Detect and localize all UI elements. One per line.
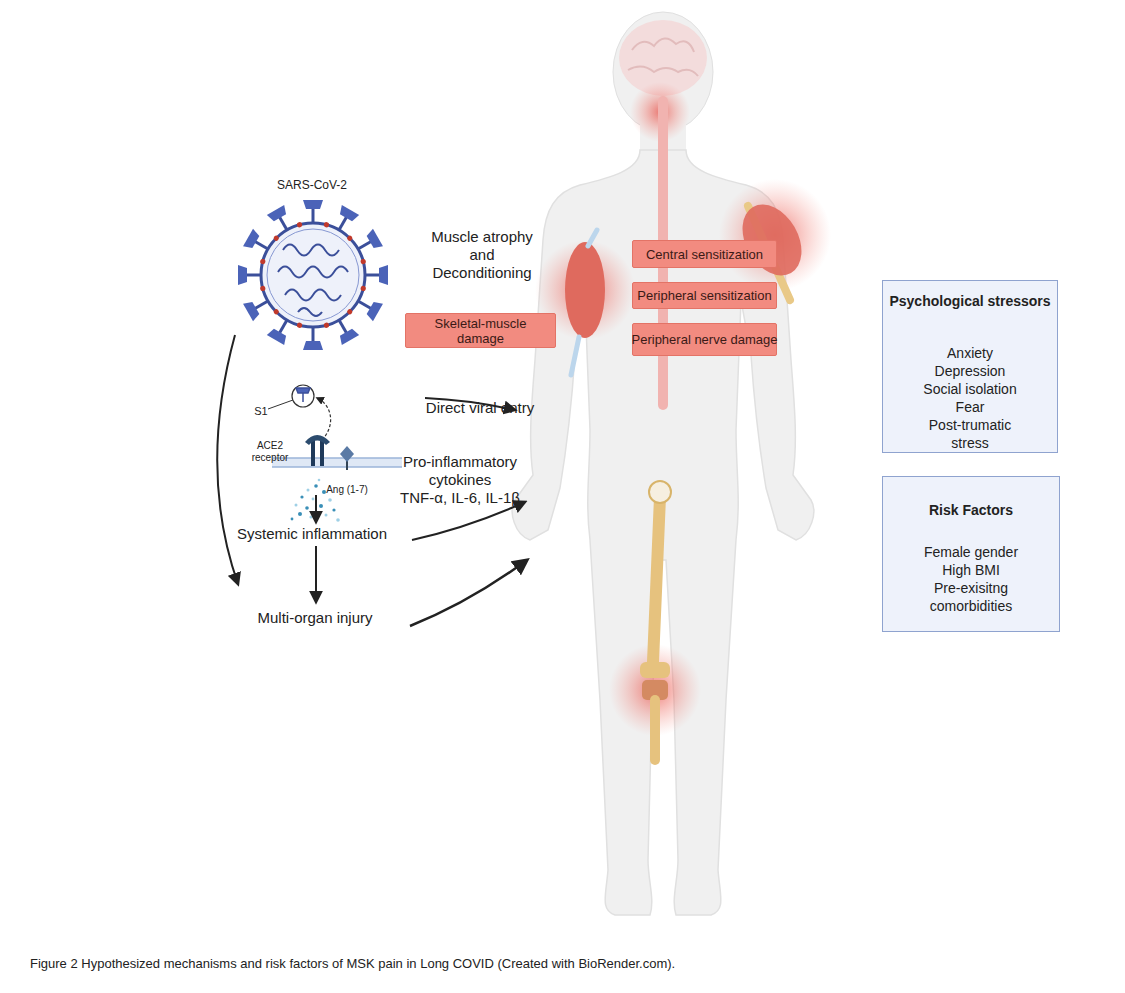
ace2-receptor: [305, 435, 330, 445]
cytokine-dot: [295, 504, 298, 507]
s1-spike: [296, 388, 310, 402]
arm-muscle: [565, 242, 605, 338]
ace2-receptor: [311, 440, 315, 466]
body-figure: [512, 12, 813, 915]
membrane-protein: [260, 285, 266, 291]
brain-fold: [632, 38, 694, 52]
cell-membrane: [272, 457, 402, 459]
cell-membrane: [272, 466, 402, 468]
flow-arrow: [217, 335, 238, 584]
factor-panel: Risk FactorsFemale genderHigh BMIPre-exi…: [882, 476, 1060, 632]
body-shape: [512, 150, 813, 915]
ace2-receptor: [320, 440, 324, 466]
viral-rna: [298, 308, 322, 316]
cytokine-dot: [309, 515, 312, 518]
panel-heading: Psychological stressors: [883, 292, 1057, 310]
membrane-protein: [273, 235, 280, 242]
femur-bone: [653, 497, 660, 662]
membrane-protein: [346, 235, 353, 242]
virus-spike: [238, 265, 263, 285]
text-label: Systemic inflammation: [237, 525, 387, 543]
cytokine-dot: [328, 498, 332, 502]
panel-item: Depression: [914, 362, 1026, 380]
knee-bone: [640, 662, 670, 678]
membrane-protein: [323, 322, 329, 328]
box-text: Skeletal-muscle damage: [425, 316, 537, 346]
text-label: S1: [254, 402, 267, 420]
virus-illustration: [238, 200, 388, 350]
panel-item: Anxiety: [914, 344, 1026, 362]
mechanism-box: Central sensitization: [632, 240, 777, 268]
text-label: Direct viral entry: [426, 399, 534, 417]
binding-arrow: [317, 398, 331, 440]
box-text: Peripheral nerve damage: [632, 332, 778, 347]
text-label: ACE2 receptor: [246, 440, 294, 464]
cell-membrane: [272, 458, 402, 467]
leader-line: [268, 400, 293, 409]
panel-item: Fear: [914, 398, 1026, 416]
cytokine-dot: [319, 504, 323, 508]
text-label: Pro-inflammatory cytokines: [398, 453, 523, 489]
tendon: [588, 230, 597, 246]
cytokine-dot: [291, 518, 294, 521]
mechanism-box: Peripheral nerve damage: [632, 323, 777, 356]
text-label: Multi-organ injury: [257, 609, 372, 627]
viral-rna: [278, 267, 348, 278]
cytokine-dot: [318, 479, 321, 482]
membrane-protein: [323, 222, 329, 228]
mechanism-box: Skeletal-muscle damage: [405, 313, 556, 348]
virus-membrane: [267, 229, 359, 321]
cytokine-dot: [305, 506, 309, 510]
ang-molecule: [340, 446, 354, 462]
flow-arrow: [315, 546, 317, 602]
virus-spike: [303, 200, 323, 225]
membrane-protein: [260, 258, 266, 264]
panel-item: Post-trumatic stress: [914, 416, 1026, 452]
panel-item: Pre-exisitng comorbidities: [915, 579, 1027, 615]
panel-heading: Risk Factors: [883, 501, 1059, 519]
text-label: Ang (1-7): [326, 481, 368, 499]
mechanism-box: Peripheral sensitization: [632, 282, 777, 309]
tendon: [571, 337, 579, 375]
factor-panel: Psychological stressorsAnxietyDepression…: [882, 280, 1058, 453]
virus-spike: [363, 265, 388, 285]
tibia-bone: [650, 700, 660, 760]
virus-spike: [303, 325, 323, 350]
panel-item: Social isolation: [914, 380, 1026, 398]
virus-envelope: [261, 223, 365, 327]
box-text: Peripheral sensitization: [637, 288, 771, 303]
membrane-protein: [346, 308, 353, 315]
panel-item: High BMI: [915, 561, 1027, 579]
cytokine-dot: [307, 489, 310, 492]
text-label: TNF-α, IL-6, IL-1β: [400, 489, 520, 507]
brain-fold: [628, 66, 698, 76]
flow-arrow: [410, 560, 527, 626]
cytokine-dot: [312, 498, 315, 501]
text-label: Muscle atrophy and Deconditioning: [420, 228, 545, 282]
box-text: Central sensitization: [646, 247, 763, 262]
cytokine-dot: [336, 518, 340, 522]
cytokine-dot: [332, 508, 335, 511]
viral-rna: [285, 290, 341, 301]
membrane-protein: [360, 285, 366, 291]
figure-caption: Figure 2 Hypothesized mechanisms and ris…: [30, 956, 675, 971]
s1-callout-circle: [292, 385, 314, 407]
inflammation-glow: [719, 179, 831, 291]
cytokine-dot: [314, 484, 318, 488]
text-label: SARS-CoV-2: [277, 176, 347, 194]
cytokine-dot: [325, 514, 328, 517]
femur-head: [649, 481, 671, 503]
flow-arrow: [412, 502, 525, 540]
viral-rna: [283, 245, 339, 256]
cytokine-dot: [300, 495, 303, 498]
membrane-protein: [296, 222, 302, 228]
panel-item: Female gender: [915, 543, 1027, 561]
cytokine-dot: [322, 490, 326, 494]
membrane-protein: [360, 258, 366, 264]
membrane-protein: [296, 322, 302, 328]
flow-arrow: [315, 495, 317, 522]
membrane-protein: [273, 308, 280, 315]
cytokine-dot: [298, 512, 302, 516]
